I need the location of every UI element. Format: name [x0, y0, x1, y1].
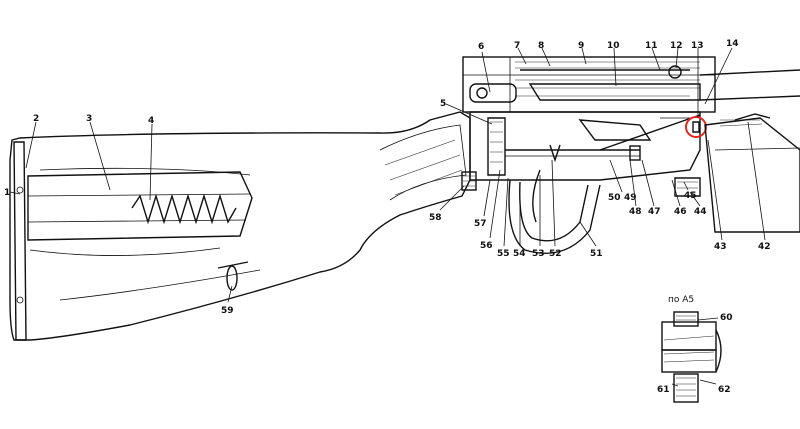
part-labels: 1 2 3 4 5 6 7 8 9 10 11 12 13 14 42 43 4…	[4, 39, 771, 395]
inset-title: по А5	[668, 295, 694, 305]
label-54: 54	[513, 249, 526, 259]
label-2: 2	[33, 114, 39, 124]
label-46: 46	[674, 207, 687, 217]
label-58: 58	[429, 213, 442, 223]
label-50: 50	[608, 193, 621, 203]
label-3: 3	[86, 114, 92, 124]
label-12: 12	[670, 41, 683, 51]
label-51: 51	[590, 249, 603, 259]
stock	[9, 111, 471, 341]
label-53: 53	[532, 249, 545, 259]
label-6: 6	[478, 42, 484, 52]
label-10: 10	[607, 41, 620, 51]
label-45: 45	[684, 191, 697, 201]
label-61: 61	[657, 385, 670, 395]
label-49: 49	[624, 193, 637, 203]
label-62: 62	[718, 385, 731, 395]
label-60: 60	[720, 313, 733, 323]
label-4: 4	[148, 116, 154, 126]
label-43: 43	[714, 242, 727, 252]
label-59: 59	[221, 306, 234, 316]
label-47: 47	[648, 207, 661, 217]
label-56: 56	[480, 241, 493, 251]
label-5: 5	[440, 99, 446, 109]
label-52: 52	[549, 249, 562, 259]
label-11: 11	[645, 41, 658, 51]
leader-lines	[9, 47, 766, 387]
label-13: 13	[691, 41, 704, 51]
label-42: 42	[758, 242, 771, 252]
label-14: 14	[726, 39, 739, 49]
label-55: 55	[497, 249, 510, 259]
label-44: 44	[694, 207, 707, 217]
inset-detail	[661, 311, 722, 403]
label-8: 8	[538, 41, 544, 51]
receiver	[461, 56, 800, 254]
label-7: 7	[514, 41, 520, 51]
label-48: 48	[629, 207, 642, 217]
label-57: 57	[474, 219, 487, 229]
label-1: 1	[4, 188, 10, 198]
label-9: 9	[578, 41, 584, 51]
highlight-circle	[685, 116, 707, 138]
